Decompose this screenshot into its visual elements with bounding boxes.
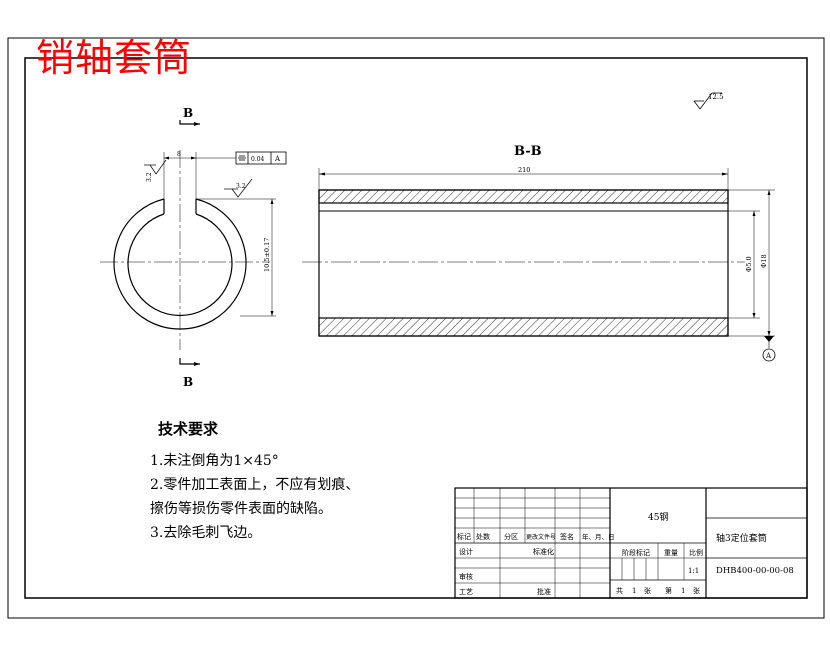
outer-dia-dim: Φ18	[760, 254, 768, 268]
hatched-wall-top	[318, 189, 729, 204]
slot-depth-dim: 10.5±0.17	[263, 238, 271, 272]
roughness-slot-value: 3.2	[146, 172, 153, 182]
tb-role-approve: 批准	[537, 587, 551, 596]
tb-header-zone: 分区	[504, 532, 518, 541]
roughness-bore-value: 3.2	[236, 183, 246, 190]
drawing-title: 销轴套筒	[36, 36, 193, 80]
tb-total: 1	[632, 587, 636, 595]
length-dim: 210	[518, 166, 530, 174]
inner-frame	[24, 57, 808, 599]
roughness-bore-symbol: 3.2	[224, 178, 253, 198]
hatched-wall-bottom	[318, 317, 729, 337]
tech-req-item-3: 擦伤等损伤零件表面的缺陷。	[150, 501, 332, 517]
datum-a-label: A	[765, 352, 772, 360]
roughness-general-symbol: 12.5	[693, 92, 724, 110]
tb-total-label: 共	[616, 586, 623, 595]
tech-req-item-4: 3.去除毛刺飞边。	[150, 525, 262, 541]
section-marker-top	[179, 120, 200, 125]
title-block-text: 标记 处数 分区 更改文件号 签名 年、月、日 设计 标准化 审核 工艺 批准 …	[457, 511, 794, 596]
slot-width-dim: 8	[177, 151, 181, 158]
symmetry-tolerance-frame: 0.04 A	[235, 151, 287, 165]
outer-frame	[7, 37, 825, 619]
section-label-top: B	[183, 106, 193, 120]
title-block	[454, 487, 808, 599]
tb-unit1: 张	[644, 586, 651, 595]
roughness-slot-symbol: 3.2	[144, 159, 167, 182]
tb-role-review: 审核	[459, 572, 473, 581]
tb-unit2: 张	[693, 586, 700, 595]
inner-circle	[127, 213, 233, 316]
tb-part-name: 轴3定位套筒	[716, 532, 767, 544]
section-view-label: B-B	[514, 144, 542, 159]
tb-header-mark: 标记	[457, 532, 471, 541]
tube-outline	[318, 189, 729, 337]
datum-a-symbol	[762, 348, 776, 362]
tb-page: 1	[681, 587, 685, 595]
tb-header-stage: 阶段标记	[622, 548, 650, 557]
tb-role-standardize: 标准化	[533, 547, 554, 556]
tb-scale: 1:1	[688, 567, 699, 575]
tb-header-sign: 签名	[560, 532, 574, 541]
tb-header-count: 处数	[476, 532, 490, 541]
roughness-general-value: 12.5	[708, 93, 724, 101]
inner-dia-dim: Φ5.0	[745, 256, 753, 272]
tb-header-weight: 重量	[664, 549, 678, 557]
tb-header-scale: 比例	[689, 548, 703, 557]
section-view: B-B 210 Φ5.0 Φ18 A	[302, 144, 776, 362]
section-label-bottom: B	[183, 375, 193, 389]
outer-circle	[113, 198, 247, 330]
tech-req-item-2: 2.零件加工表面上，不应有划痕、	[150, 477, 360, 493]
end-view: 8 0.04 A 3.2 3.2 10.5±0.17	[100, 106, 287, 389]
tech-req-item-1: 1.未注倒角为1×45°	[150, 453, 279, 469]
section-marker-bottom	[179, 358, 200, 365]
tb-material: 45钢	[648, 511, 668, 523]
symmetry-tol-value: 0.04	[251, 156, 265, 163]
tb-role-process: 工艺	[459, 588, 473, 596]
tb-role-design: 设计	[459, 547, 473, 556]
tb-header-change-doc: 更改文件号	[526, 533, 556, 541]
tech-req-heading: 技术要求	[158, 420, 219, 438]
tb-page-label: 第	[665, 586, 672, 595]
tb-header-date: 年、月、日	[582, 532, 615, 541]
tb-drawing-no: DHB400-00-00-08	[716, 566, 794, 576]
symmetry-datum-ref: A	[274, 155, 281, 163]
